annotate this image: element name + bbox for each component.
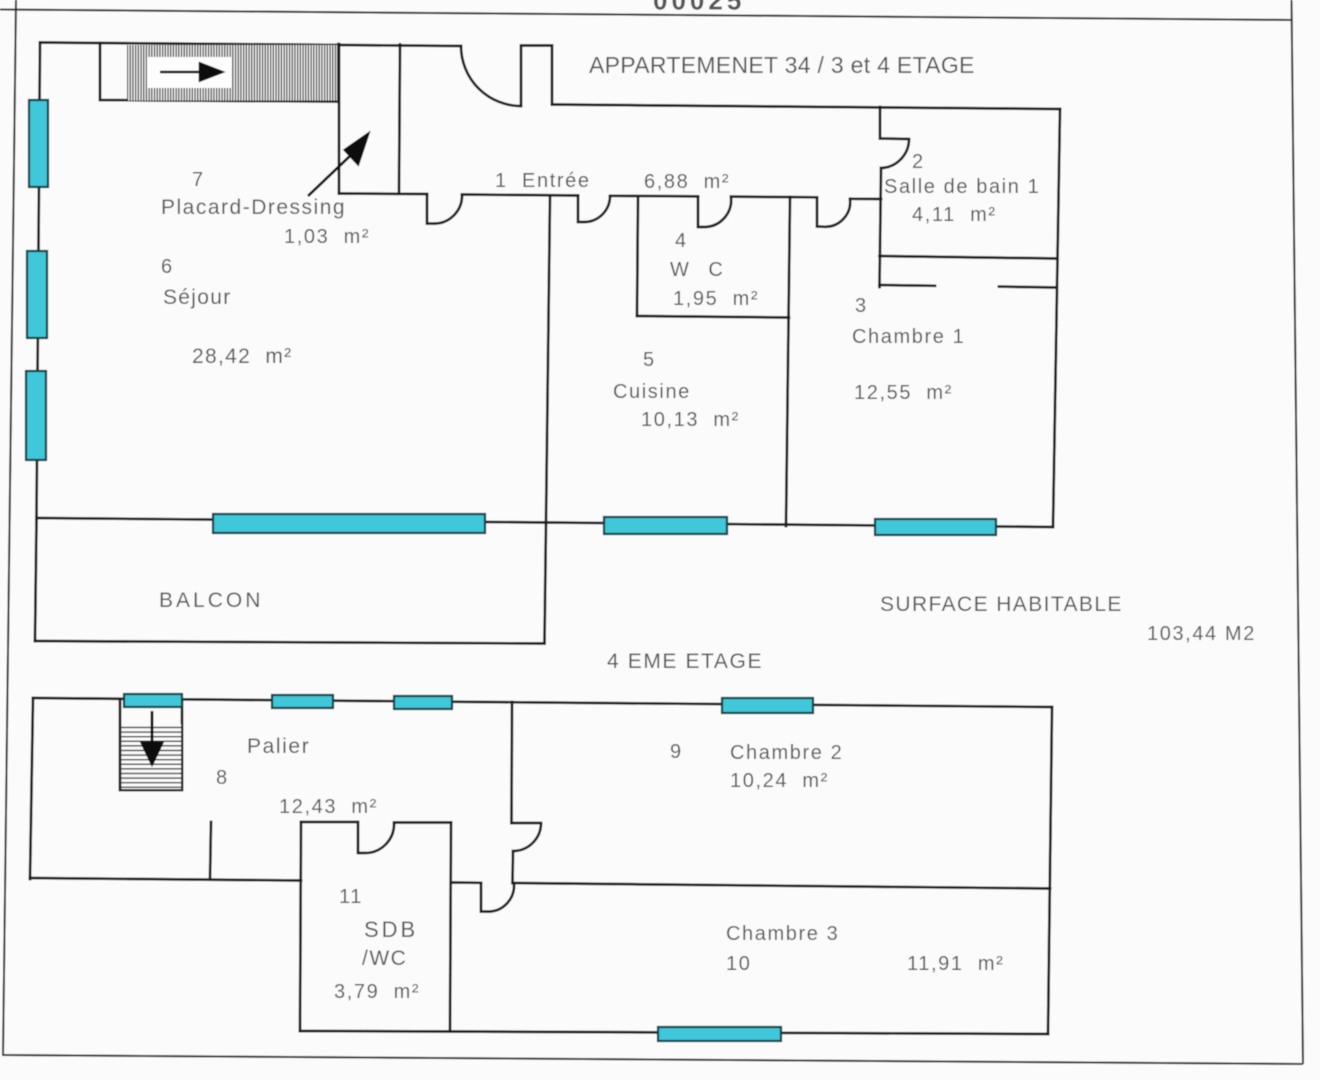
svg-text:1 Entrée: 1 Entrée bbox=[495, 170, 591, 192]
svg-text:/WC: /WC bbox=[362, 947, 407, 970]
svg-text:103,44 M2: 103,44 M2 bbox=[1147, 623, 1256, 645]
svg-text:Séjour: Séjour bbox=[163, 286, 232, 309]
svg-text:3,79 m²: 3,79 m² bbox=[334, 981, 420, 1003]
svg-text:BALCON: BALCON bbox=[159, 589, 263, 612]
svg-text:11,91 m²: 11,91 m² bbox=[907, 953, 1004, 975]
svg-text:Chambre 2: Chambre 2 bbox=[730, 742, 843, 764]
svg-text:10,13 m²: 10,13 m² bbox=[641, 409, 740, 431]
svg-text:Chambre 1: Chambre 1 bbox=[852, 326, 965, 348]
svg-text:Chambre 3: Chambre 3 bbox=[726, 923, 839, 945]
svg-text:5: 5 bbox=[643, 349, 656, 371]
svg-text:W C: W C bbox=[670, 259, 730, 281]
svg-text:7: 7 bbox=[192, 169, 205, 191]
svg-text:4 EME ETAGE: 4 EME ETAGE bbox=[607, 650, 763, 673]
svg-text:9: 9 bbox=[670, 741, 683, 763]
svg-text:Placard-Dressing: Placard-Dressing bbox=[161, 196, 346, 219]
svg-text:28,42 m²: 28,42 m² bbox=[192, 345, 292, 368]
svg-text:8: 8 bbox=[216, 767, 229, 789]
svg-text:1,03 m²: 1,03 m² bbox=[284, 226, 370, 248]
svg-text:SDB: SDB bbox=[364, 917, 418, 942]
svg-text:6: 6 bbox=[161, 256, 174, 278]
svg-text:00025: 00025 bbox=[653, 0, 745, 16]
svg-text:4: 4 bbox=[675, 230, 688, 252]
svg-text:12,43 m²: 12,43 m² bbox=[279, 796, 378, 818]
svg-text:Cuisine: Cuisine bbox=[613, 381, 691, 403]
svg-text:Salle de bain 1: Salle de bain 1 bbox=[884, 176, 1040, 198]
svg-text:10,24 m²: 10,24 m² bbox=[730, 770, 829, 792]
svg-text:12,55 m²: 12,55 m² bbox=[854, 382, 953, 404]
svg-text:11: 11 bbox=[339, 886, 363, 908]
svg-text:10: 10 bbox=[726, 953, 751, 975]
svg-text:4,11 m²: 4,11 m² bbox=[912, 204, 997, 226]
svg-text:3: 3 bbox=[855, 295, 868, 317]
svg-text:Palier: Palier bbox=[247, 735, 310, 758]
svg-text:1,95 m²: 1,95 m² bbox=[673, 288, 759, 310]
svg-text:2: 2 bbox=[912, 151, 925, 173]
svg-text:6,88 m²: 6,88 m² bbox=[644, 171, 730, 193]
svg-text:APPARTEMENET 34 / 3 et 4 ETAGE: APPARTEMENET 34 / 3 et 4 ETAGE bbox=[589, 52, 975, 78]
svg-text:SURFACE HABITABLE: SURFACE HABITABLE bbox=[880, 593, 1123, 616]
